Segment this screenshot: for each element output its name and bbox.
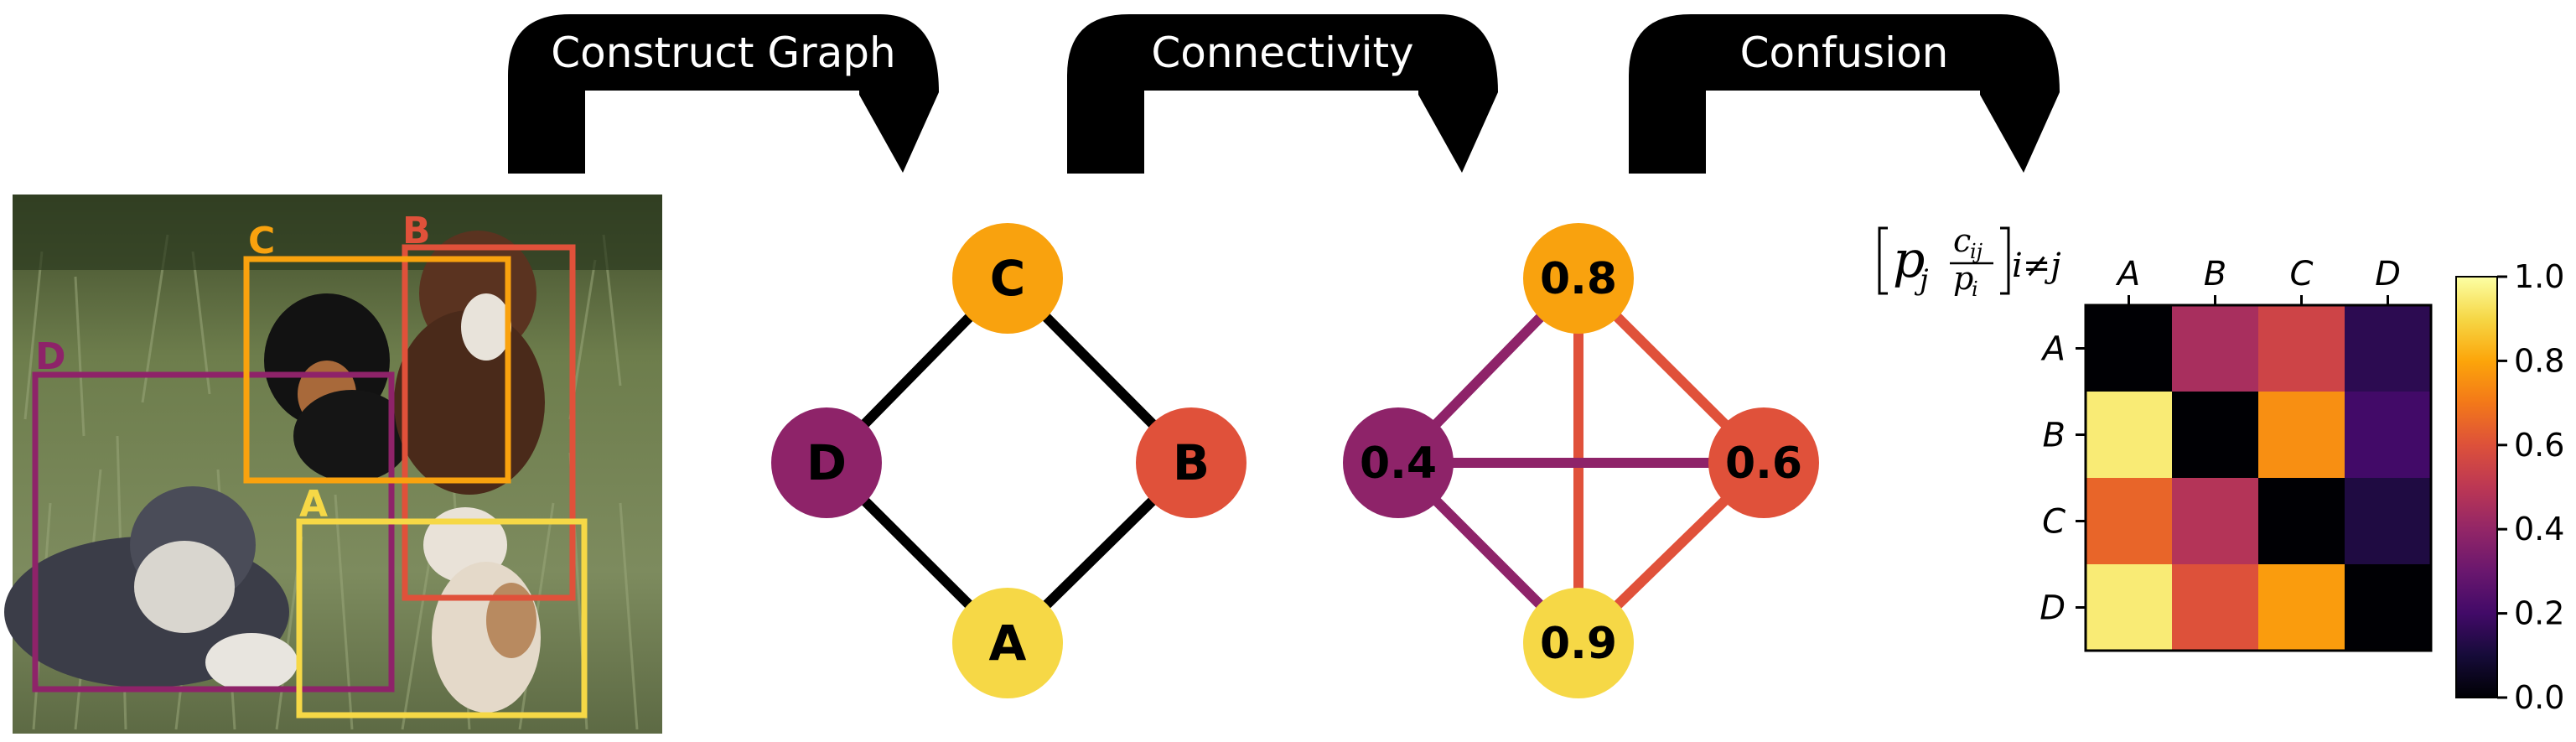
heatmap-cell-d-b [2172,564,2258,651]
bbox-c [243,256,511,484]
conn-node-d-label: 0.4 [1360,438,1437,489]
conn-node-c-label: 0.8 [1540,254,1617,304]
step-arrow-connectivity: Connectivity [1067,14,1498,174]
heatmap-cell-d-c [2258,564,2345,651]
graph-node-a-label: A [989,615,1027,672]
step-arrow-confusion: Confusion [1629,14,2060,174]
step-label-confusion: Confusion [1740,29,1949,77]
graph-node-c: C [952,223,1063,334]
col-label-b: B [2204,255,2226,293]
bbox-d [32,371,395,693]
colorbar-tick-label-1: 0.2 [2514,595,2564,632]
conn-node-c: 0.8 [1523,223,1634,334]
heatmap-cell-b-d [2345,392,2431,478]
arrow-shape [1629,14,2060,174]
heatmap-cell-b-c [2258,392,2345,478]
conn-node-d: 0.4 [1343,407,1454,518]
step-label-construct-graph: Construct Graph [551,29,895,77]
bbox-label-c: C [248,220,275,262]
graph-node-c-label: C [990,250,1026,307]
graph-node-b-label: B [1173,434,1210,491]
heatmap-cell-c-b [2172,478,2258,564]
colorbar-tick-label-5: 1.0 [2514,258,2564,295]
formula-condition: i≠j [2012,246,2061,285]
formula-i-subscript: i [1972,278,1978,301]
graph-node-d-label: D [806,434,847,491]
heatmap-cell-c-c [2258,478,2345,564]
formula-ij-subscript: ij [1970,240,1983,263]
step-arrow-construct-graph: Construct Graph [508,14,939,174]
formula-p: p [1893,231,1925,289]
row-label-b: B [2043,417,2065,455]
heatmap-cell-a-c [2258,305,2345,392]
heatmap-cell-d-d [2345,564,2431,651]
row-label-a: A [2040,330,2065,369]
heatmap-cell-c-a [2086,478,2172,564]
graph-node-a: A [952,588,1063,698]
arrow-shape [1067,14,1498,174]
bbox-b [402,244,576,601]
bbox-label-d: D [35,335,66,378]
heatmap-cell-c-d [2345,478,2431,564]
dog-merle-large [4,486,298,692]
left-bracket [1878,226,1888,295]
heatmap-cell-b-a [2086,392,2172,478]
dog-photo: C B D A [4,195,662,734]
step-label-connectivity: Connectivity [1151,29,1413,77]
conn-node-a: 0.9 [1523,588,1634,698]
confusion-heatmap: A B C D A B C D [2040,255,2433,652]
conn-node-a-label: 0.9 [1540,619,1617,669]
colorbar-tick-label-2: 0.4 [2514,511,2564,547]
heatmap-cell-a-a [2086,305,2172,392]
heatmap-cell-b-b [2172,392,2258,478]
conn-node-b: 0.6 [1708,407,1819,518]
colorbar-gradient [2455,276,2498,698]
bbox-label-b: B [402,210,431,252]
formula-c: c [1953,222,1971,259]
col-label-c: C [2290,255,2314,293]
graph-node-b: B [1136,407,1247,518]
bbox-a [296,518,588,719]
conn-node-b-label: 0.6 [1725,438,1802,489]
formula-p-denominator: p [1953,260,1973,297]
col-label-a: A [2115,255,2140,293]
colorbar-tick-label-4: 0.8 [2514,342,2564,379]
connectivity-panel: 0.8 0.4 0.6 0.9 [1343,223,1819,698]
heatmap-formula: p j c ij p i i≠j [1878,222,2061,301]
heatmap-frame [2084,304,2433,652]
row-label-d: D [2040,589,2065,628]
bounding-boxes [32,244,588,719]
colorbar: 0.0 0.2 0.4 0.6 0.8 1.0 [2455,258,2564,716]
colorbar-tick-label-3: 0.6 [2514,427,2564,464]
row-label-c: C [2042,503,2065,542]
heatmap-cell-d-a [2086,564,2172,651]
graph-node-d: D [771,407,882,518]
colorbar-tick-label-0: 0.0 [2514,679,2564,716]
right-bracket [2000,226,2010,295]
bbox-label-a: A [299,483,328,526]
col-label-d: D [2375,255,2401,293]
heatmap-cell-a-b [2172,305,2258,392]
graph-panel: C D B A [771,223,1247,698]
heatmap-cell-a-d [2345,305,2431,392]
arrow-shape [508,14,939,174]
